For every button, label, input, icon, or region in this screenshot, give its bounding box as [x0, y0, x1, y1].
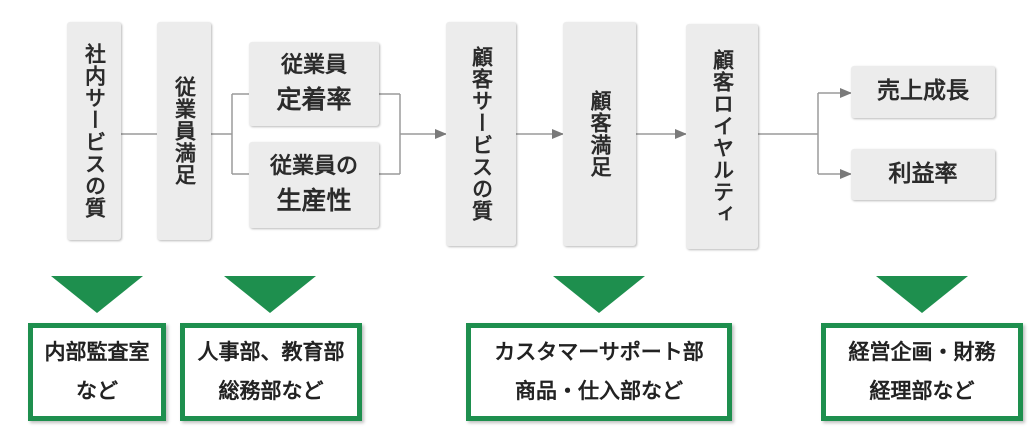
productivity-line1: 従業員の: [269, 153, 358, 179]
dept-line2: 総務部など: [218, 379, 324, 403]
node-employee-satisfaction: 従業員満足: [157, 22, 211, 240]
productivity-line2: 生産性: [276, 185, 352, 215]
dept-line1: 経営企画・財務: [848, 340, 996, 365]
node-customer-loyalty: 顧客ロイヤルティ: [686, 24, 758, 249]
node-employee-retention: 従業員 定着率: [249, 42, 379, 126]
dept-line1: カスタマーサポート部: [494, 340, 704, 365]
node-revenue-growth: 売上成長: [851, 66, 995, 118]
dept-line2: 商品・仕入部など: [515, 379, 683, 403]
retention-line2: 定着率: [276, 84, 352, 114]
dept-line1: 人事部、教育部: [197, 340, 345, 365]
dept-planning-finance: 経営企画・財務 経理部など: [821, 323, 1023, 421]
dept-hr-education: 人事部、教育部 総務部など: [180, 323, 362, 421]
retention-line1: 従業員: [280, 52, 347, 78]
node-internal-service-quality: 社内サービスの質: [67, 22, 121, 240]
down-arrow-customer-support: [553, 276, 645, 313]
node-employee-productivity: 従業員の 生産性: [249, 142, 379, 228]
node-profitability: 利益率: [851, 149, 995, 200]
dept-internal-audit: 内部監査室 など: [28, 323, 166, 421]
dept-line2: 経理部など: [869, 379, 975, 403]
dept-line2: など: [76, 379, 118, 403]
down-arrow-finance: [876, 276, 968, 313]
dept-line1: 内部監査室: [44, 340, 150, 365]
dept-customer-support: カスタマーサポート部 商品・仕入部など: [466, 323, 732, 421]
node-customer-service-quality: 顧客サービスの質: [446, 22, 516, 246]
node-customer-satisfaction: 顧客満足: [563, 22, 636, 246]
down-arrow-internal-audit: [51, 276, 143, 313]
down-arrow-hr: [224, 276, 316, 313]
